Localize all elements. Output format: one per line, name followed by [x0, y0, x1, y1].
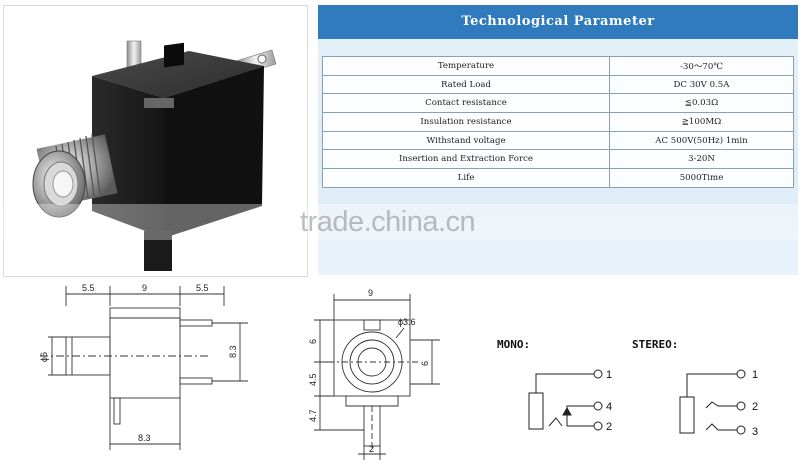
stereo-pin-2: 2: [752, 401, 758, 413]
stereo-label: STEREO:: [632, 338, 678, 351]
parameter-name: Life: [322, 168, 610, 188]
parameter-value: 5000Time: [609, 168, 794, 188]
side-dim-height: 8.3: [228, 345, 238, 358]
parameter-value: ≦0.03Ω: [609, 93, 794, 114]
side-dim-diameter: ϕ6: [39, 352, 49, 362]
parameter-name: Insertion and Extraction Force: [322, 149, 610, 170]
front-dim-bottom: 2: [369, 444, 374, 454]
mono-pin-4: 4: [606, 401, 612, 413]
front-dim-top: 9: [368, 288, 373, 298]
side-view-drawing: [40, 286, 248, 450]
parameter-value: -30〜70℃: [609, 56, 794, 76]
parameter-value: AC 500V(50Hz) 1min: [609, 130, 794, 151]
side-dim-top-mid: 9: [142, 283, 147, 293]
panel-title: Technological Parameter: [318, 5, 798, 39]
parameter-name: Withstand voltage: [322, 130, 610, 151]
parameter-value: DC 30V 0.5A: [609, 74, 794, 95]
parameter-name: Rated Load: [322, 74, 610, 95]
audio-jack-image: [32, 40, 277, 271]
parameter-value: 3-20N: [609, 149, 794, 170]
front-dim-right: 6: [420, 361, 430, 366]
front-dim-hole: ϕ3.6: [398, 317, 416, 327]
parameter-name: Temperature: [322, 56, 610, 76]
parameter-row: Insulation resistance≧100MΩ: [322, 112, 794, 132]
parameter-row: Contact resistance≦0.03Ω: [322, 93, 794, 114]
watermark-text: trade.china.cn: [300, 206, 476, 238]
stereo-schematic: [679, 369, 746, 435]
side-dim-top-left: 5.5: [82, 283, 95, 293]
mono-schematic: [528, 369, 603, 431]
stereo-pin-3: 3: [752, 426, 758, 438]
front-dim-left-bottom: 4.7: [308, 409, 318, 422]
dimension-drawings: 5.5 9 5.5 ϕ6 8.3 8.3 9 ϕ3.6 6 4.5: [39, 283, 758, 460]
parameter-value: ≧100MΩ: [609, 112, 794, 132]
parameter-name: Contact resistance: [322, 93, 610, 114]
front-view-drawing: [314, 294, 440, 460]
technological-parameter-panel: Technological Parameter Temperature-30〜7…: [318, 5, 798, 275]
parameter-row: Temperature-30〜70℃: [322, 56, 794, 76]
parameter-name: Insulation resistance: [322, 112, 610, 132]
side-dim-top-right: 5.5: [196, 283, 209, 293]
front-dim-left-mid: 4.5: [308, 373, 318, 386]
stereo-pin-1: 1: [752, 369, 758, 381]
side-dim-bottom: 8.3: [138, 433, 151, 443]
product-photo: [3, 5, 308, 277]
mono-pin-2: 2: [606, 421, 612, 433]
threaded-bushing: [32, 133, 118, 218]
watermark-band: [3, 204, 798, 240]
front-dim-left-top: 6: [308, 339, 318, 344]
mono-label: MONO:: [497, 338, 530, 351]
mono-pin-1: 1: [606, 369, 612, 381]
